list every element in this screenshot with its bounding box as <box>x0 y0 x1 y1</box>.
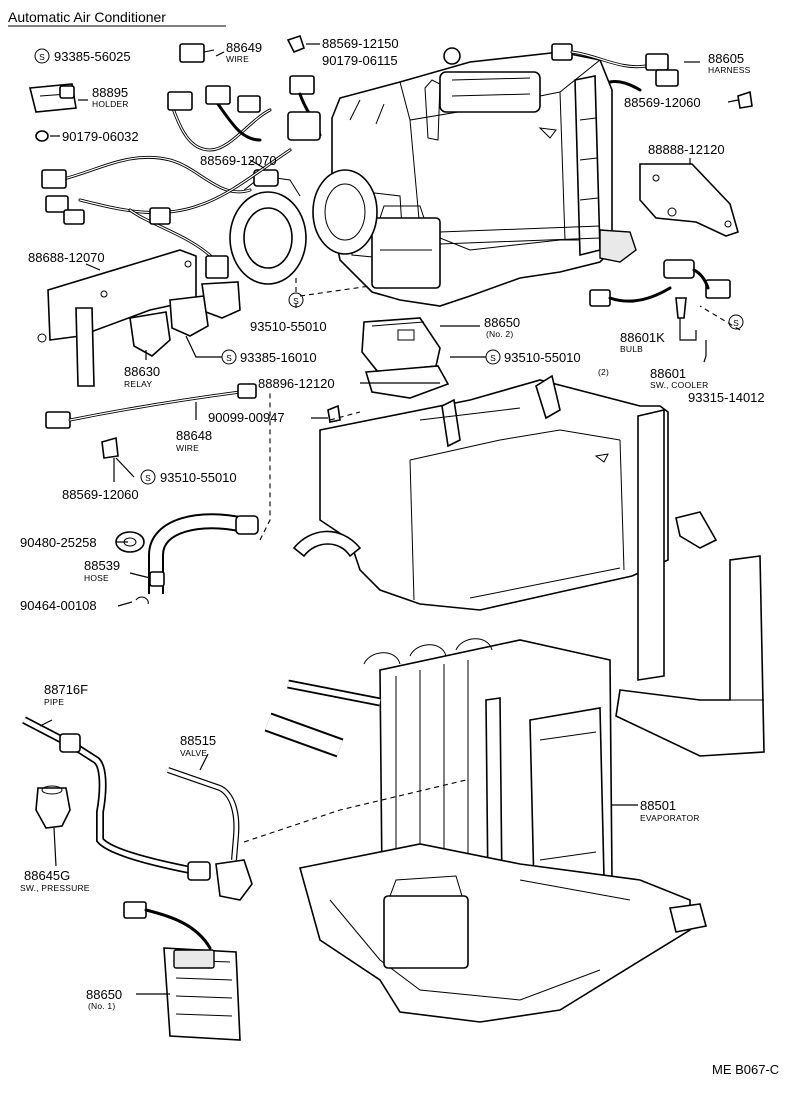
label-90480-25258: 90480-25258 <box>20 535 97 550</box>
label-88688-12070: 88688-12070 <box>28 250 105 265</box>
label-90099-00947: 90099-00947 <box>208 410 285 425</box>
clamp-90464-00108-part <box>135 596 149 605</box>
label-88895: 88895 <box>92 85 128 100</box>
label-88645g: 88645G <box>24 868 70 883</box>
label-88515: 88515 <box>180 733 216 748</box>
blower-resistor <box>371 217 441 289</box>
evaporator-88501-part <box>363 638 613 901</box>
label-88648: 88648 <box>176 428 212 443</box>
label-88601k: 88601K <box>620 330 665 345</box>
pipe-88716f-part <box>22 716 211 881</box>
label-88539-sub: HOSE <box>84 573 109 583</box>
cooling-unit-upper-case <box>292 374 718 681</box>
label-88501-sub: EVAPORATOR <box>640 813 700 823</box>
hose-88539-part <box>148 513 259 594</box>
label-88569-12150: 88569-12150 <box>322 36 399 51</box>
label-88601: 88601 <box>650 366 686 381</box>
label-88630-sub: RELAY <box>124 379 152 389</box>
label-88569-12070: 88569-12070 <box>200 153 277 168</box>
screw-90099-00947-part <box>327 404 341 423</box>
outlet-pipe-part <box>264 679 381 758</box>
wire-88649-part <box>179 43 215 63</box>
label-90179-06115: 90179-06115 <box>322 53 398 68</box>
label-93510-55010-c: 93510-55010 <box>160 470 237 485</box>
label-88515-sub: VALVE <box>180 748 207 758</box>
label-88569-12060-top: 88569-12060 <box>624 95 701 110</box>
label-88888-12120: 88888-12120 <box>648 142 725 157</box>
holder-88895-part <box>28 83 77 113</box>
service-symbol-3: S <box>226 353 232 363</box>
relay-88630-part <box>129 281 241 357</box>
amplifier-88650-no1-part <box>123 901 241 1041</box>
label-88501: 88501 <box>640 798 676 813</box>
expansion-valve-88515-part <box>167 767 253 901</box>
label-90179-06032: 90179-06032 <box>62 129 139 144</box>
drain-duct-part <box>615 555 765 757</box>
label-88650-no1: 88650 <box>86 987 122 1002</box>
label-88895-sub: HOLDER <box>92 99 129 109</box>
cooler-switch-88601-part <box>589 259 731 319</box>
amplifier-88650-no2-part <box>361 317 450 399</box>
service-symbol-1: S <box>39 52 45 62</box>
label-88539: 88539 <box>84 558 120 573</box>
service-symbol-4: S <box>490 353 496 363</box>
service-symbol-6: S <box>145 473 151 483</box>
harness-88605-part <box>551 43 679 92</box>
service-symbols: S S S S S S <box>34 48 744 485</box>
clip-88569-12060-top-part <box>737 90 753 109</box>
diagram-code: ME B067-C <box>712 1062 779 1077</box>
blower-fan-ring <box>312 169 378 255</box>
cooling-unit-lower-case <box>298 843 707 1023</box>
label-90464-00108: 90464-00108 <box>20 598 97 613</box>
label-88630: 88630 <box>124 364 160 379</box>
damper-ring <box>229 169 307 285</box>
label-93510-55010-a: 93510-55010 <box>250 319 327 334</box>
label-88650-no2: 88650 <box>484 315 520 330</box>
label-88569-12060-bot: 88569-12060 <box>62 487 139 502</box>
wire-harness <box>41 75 322 279</box>
pressure-switch-88645g-part <box>35 785 71 829</box>
label-88648-sub: WIRE <box>176 443 199 453</box>
label-88716f-sub: PIPE <box>44 697 64 707</box>
label-88716f: 88716F <box>44 682 88 697</box>
nut-90179-06032-part <box>35 130 49 142</box>
bracket-88888-12120-part <box>639 163 739 237</box>
upper-case-assembly <box>331 51 637 307</box>
label-88649-sub: WIRE <box>226 54 249 64</box>
service-symbol-5: S <box>733 318 739 328</box>
label-88645g-sub: SW., PRESSURE <box>20 883 90 893</box>
label-93510-55010-b-qty: (2) <box>598 367 609 377</box>
label-88650-no2-sub: (No. 2) <box>486 329 513 339</box>
part-labels: 93385-56025 88649 WIRE 88569-12150 90179… <box>20 36 765 1011</box>
label-88605: 88605 <box>708 51 744 66</box>
label-88896-12120: 88896-12120 <box>258 376 335 391</box>
service-symbol-2: S <box>293 296 299 306</box>
label-93510-55010-b: 93510-55010 <box>504 350 581 365</box>
label-88601-sub: SW., COOLER <box>650 380 708 390</box>
grommet-90179-06115-part <box>443 47 461 65</box>
label-88649: 88649 <box>226 40 262 55</box>
label-93385-16010: 93385-16010 <box>240 350 317 365</box>
label-88605-sub: HARNESS <box>708 65 751 75</box>
clip-88569-12060-bot-part <box>101 436 119 459</box>
label-88650-no1-sub: (No. 1) <box>88 1001 115 1011</box>
label-93385-56025: 93385-56025 <box>54 49 131 64</box>
diagram-title: Automatic Air Conditioner <box>8 9 166 25</box>
label-88601k-sub: BULB <box>620 344 643 354</box>
wire-88648-part <box>45 383 257 429</box>
label-93315-14012: 93315-14012 <box>688 390 765 405</box>
leader-lines <box>39 43 739 995</box>
clip-88569-12150-part <box>286 34 305 54</box>
